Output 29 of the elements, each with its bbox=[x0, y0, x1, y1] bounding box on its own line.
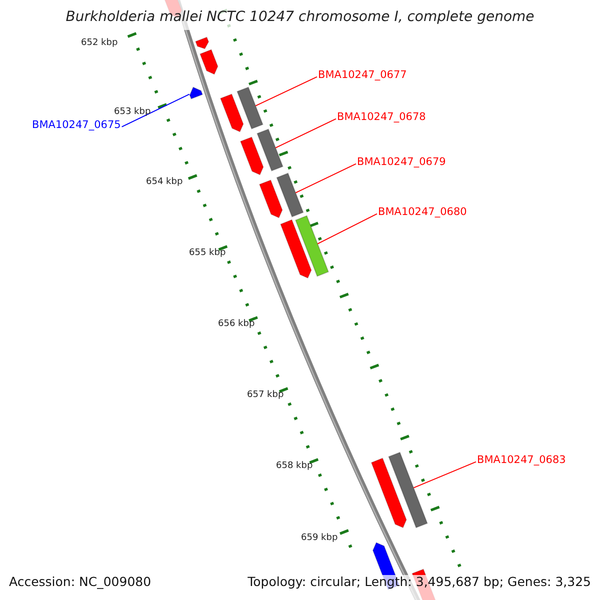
leader-line bbox=[317, 213, 378, 244]
gene-label: BMA10247_0680 bbox=[378, 206, 467, 218]
tick-label: 657 kbp bbox=[247, 390, 284, 400]
gene-block bbox=[294, 215, 330, 277]
gene-block bbox=[276, 172, 304, 218]
tick-label: 658 kbp bbox=[276, 461, 313, 471]
gene-block bbox=[189, 86, 204, 100]
gene-label: BMA10247_0675 bbox=[32, 119, 121, 131]
leader-line bbox=[295, 163, 356, 194]
map-title: Burkholderia mallei NCTC 10247 chromosome I, complete genome bbox=[66, 9, 534, 25]
gene-block bbox=[236, 86, 264, 130]
leader-line bbox=[255, 76, 318, 106]
leader-line bbox=[275, 118, 336, 148]
tick-label: 654 kbp bbox=[146, 177, 183, 187]
gene-block bbox=[256, 128, 284, 172]
tick-label: 653 kbp bbox=[114, 107, 151, 117]
leader-line bbox=[413, 461, 476, 488]
gene-block bbox=[388, 452, 428, 528]
leader-line bbox=[121, 94, 190, 128]
gene-label: BMA10247_0677 bbox=[318, 69, 407, 81]
gene-label: BMA10247_0678 bbox=[337, 111, 426, 123]
tick-label: 655 kbp bbox=[189, 248, 226, 258]
footer-text: Topology: circular; Length: 3,495,687 bp; Genes: 3,325 bbox=[248, 574, 591, 589]
tick-label: 659 kbp bbox=[301, 533, 338, 543]
tick-label: 652 kbp bbox=[81, 38, 118, 48]
gene-label: BMA10247_0679 bbox=[357, 156, 446, 168]
tick-label: 656 kbp bbox=[218, 319, 255, 329]
footer-text: Accession: NC_009080 bbox=[9, 574, 152, 589]
gene-label: BMA10247_0683 bbox=[477, 454, 566, 466]
